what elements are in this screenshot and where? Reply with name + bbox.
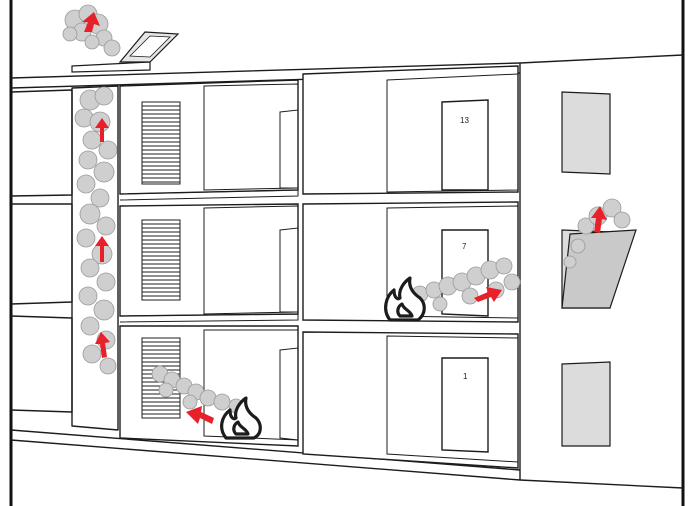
vent-grille-floor-2 [142,220,180,300]
door-1: 1 [442,358,488,452]
side-windows [562,92,636,446]
vent-grille-floor-3 [142,102,180,184]
door-number-7: 7 [462,242,467,251]
side-window-top [562,92,610,174]
door-number-13: 13 [460,116,469,125]
side-window-bottom [562,362,610,446]
door-13: 13 [442,100,488,190]
door-number-1: 1 [463,372,468,381]
smoke-stairwell [75,87,117,374]
